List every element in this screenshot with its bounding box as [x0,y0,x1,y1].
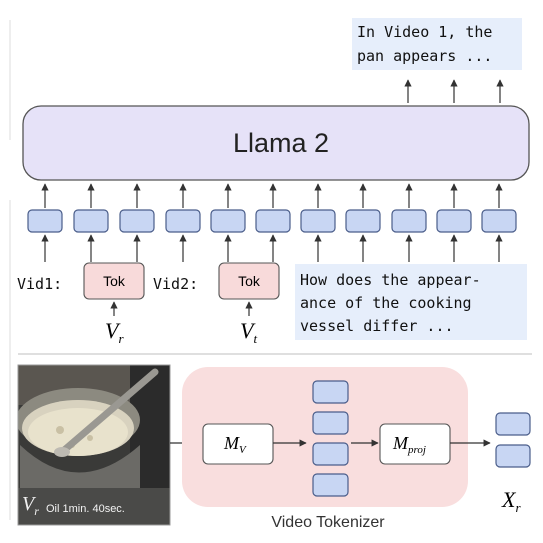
vt-symbol: Vt [240,318,257,346]
input-token [481,209,517,233]
input-token [27,209,63,233]
input-token [210,209,246,233]
input-token [300,209,336,233]
llama2-block [22,105,530,181]
output-text-line-1: In Video 1, the [357,23,492,41]
xr-token [495,412,531,436]
visual-token [312,380,349,404]
prompt-text-line-2: ance of the cooking [300,294,472,312]
input-token [73,209,109,233]
visual-token [312,442,349,466]
xr-token [495,444,531,468]
frame-vr-symbol: Vr [22,493,39,518]
input-token [345,209,381,233]
input-token [391,209,427,233]
llama2-label: Llama 2 [233,128,329,158]
token-row [27,183,517,262]
output-text-line-2: pan appears ... [357,47,492,65]
prompt-text-panel [295,264,527,340]
input-token [119,209,155,233]
tok-box-2 [218,262,280,300]
mproj-box [379,423,451,465]
mv-label: MV [223,433,247,456]
prompt-text-line-1: How does the appear- [300,271,481,289]
visual-token [312,411,349,435]
vid1-label: Vid1: [17,275,62,293]
mv-box [202,423,274,465]
mproj-label: Mproj [392,433,426,456]
video-tokenizer-caption: Video Tokenizer [271,514,385,531]
frame-caption: Oil 1min. 40sec. [46,503,125,515]
visual-token [312,473,349,497]
visual-token-stack [312,380,349,497]
tok-label-2: Tok [238,273,261,289]
prompt-text-line-3: vessel differ ... [300,317,454,335]
input-token [436,209,472,233]
vr-symbol: Vr [105,318,124,346]
input-token [165,209,201,233]
tok-label-1: Tok [103,273,126,289]
vid2-label: Vid2: [153,275,198,293]
output-text-panel [352,18,522,70]
video-frame-image [18,365,170,525]
tok-box-1 [83,262,145,300]
xr-symbol: Xr [501,487,521,515]
video-frame-border [17,364,171,526]
input-token [255,209,291,233]
video-tokenizer-region [182,367,468,507]
